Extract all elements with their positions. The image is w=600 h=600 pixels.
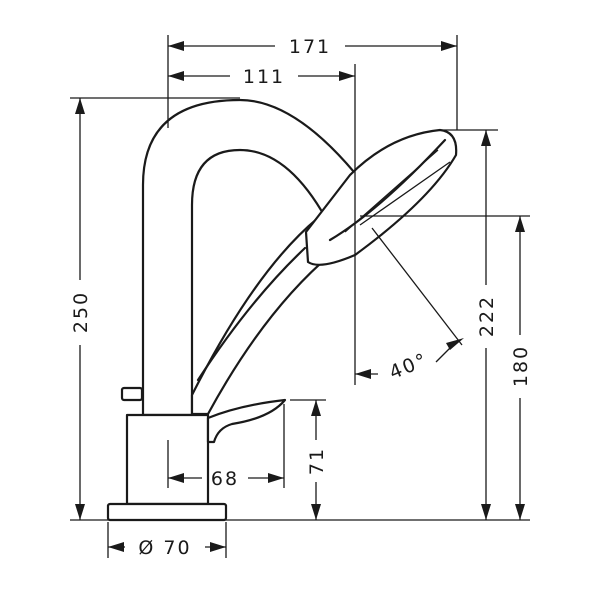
label-height-total: 250 [70,291,92,333]
extension-lines [70,35,530,558]
base-plate [106,502,228,522]
label-handshower-angle: 40° [386,349,431,384]
dimension-labels: 171 111 250 222 180 40° 71 68 Ø 70 [70,36,532,559]
hand-shower-face-inner [344,149,451,233]
lever-handle [206,398,287,444]
label-width-total: 171 [289,36,331,58]
label-shower-height: 222 [476,295,498,337]
diverter-knob [120,386,144,402]
label-base-diameter: Ø 70 [138,537,191,559]
label-lever-height: 71 [306,447,328,475]
label-spout-reach: 111 [243,66,285,88]
hand-shower-face [328,138,447,242]
label-shower-base-height: 180 [510,345,532,387]
dimension-lines [75,41,525,552]
faucet-body [106,98,458,522]
hand-shower-handle-inner [196,246,307,382]
label-lever-reach: 68 [211,468,239,490]
